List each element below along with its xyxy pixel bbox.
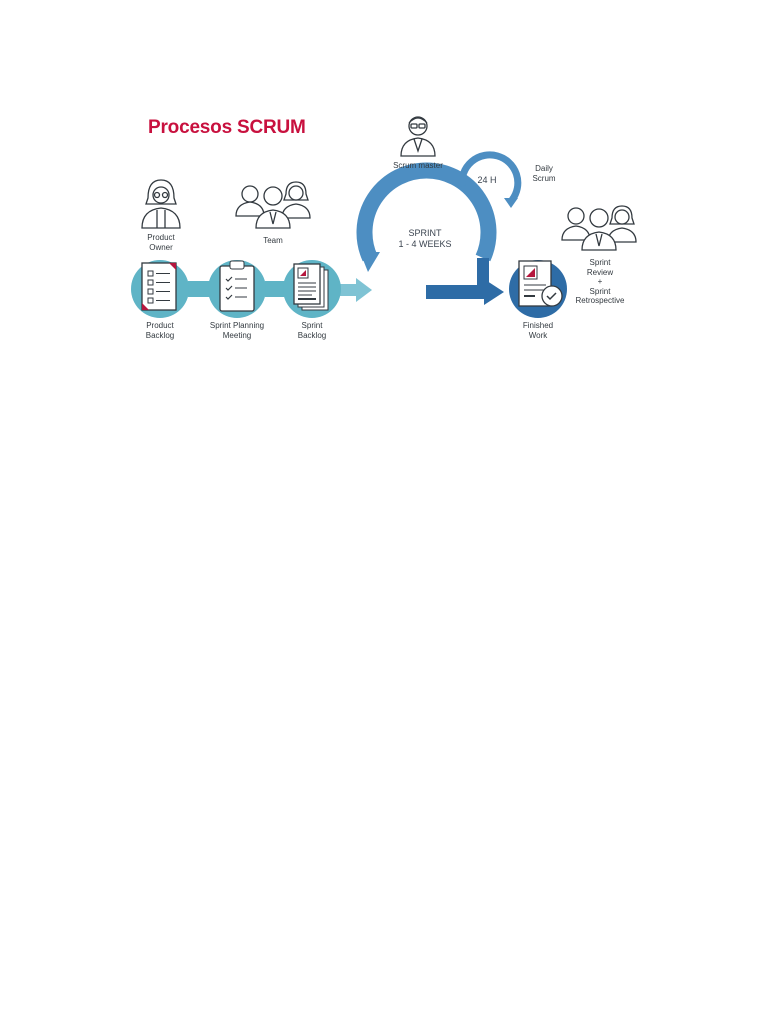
clipboard-icon: [219, 260, 255, 312]
arrow-to-sprint: [340, 278, 372, 302]
product-owner-label: Product Owner: [147, 233, 175, 252]
finished-work-step: [509, 260, 567, 318]
sprint-planning-step: [208, 260, 266, 318]
sprint-backlog-step: [283, 260, 341, 318]
team-label: Team: [263, 236, 283, 245]
sprint-cycle-arc: [356, 162, 504, 305]
scrum-diagram: Procesos SCRUM: [0, 0, 768, 360]
finished-document-icon: [518, 260, 563, 307]
finished-work-label: Finished Work: [522, 321, 554, 340]
product-backlog-step: [131, 260, 189, 318]
sprint-review-label: Sprint Review + Sprint Retrospective: [575, 258, 625, 305]
group-icon: [561, 205, 637, 251]
connector-bar: [265, 281, 287, 297]
connector-bar: [188, 281, 210, 297]
daily-scrum-loop: [458, 151, 522, 208]
sprint-duration-label: SPRINT 1 - 4 WEEKS: [398, 228, 452, 249]
diagram-title: Procesos SCRUM: [148, 117, 306, 138]
product-backlog-label: Product Backlog: [145, 321, 175, 340]
team-icon: [235, 181, 311, 229]
checklist-icon: [141, 262, 177, 311]
man-glasses-icon: [400, 116, 436, 157]
arrow-to-finished: [426, 279, 504, 305]
woman-icon: [141, 179, 181, 229]
sprint-planning-label: Sprint Planning Meeting: [209, 321, 265, 340]
scrum-master-label: Scrum master: [393, 161, 443, 170]
sprint-backlog-label: Sprint Backlog: [297, 321, 327, 340]
daily-scrum-label: Daily Scrum: [532, 164, 556, 183]
diagram-graphics: [131, 116, 637, 318]
document-icon: [293, 263, 329, 311]
daily-period-label: 24 H: [477, 175, 497, 185]
